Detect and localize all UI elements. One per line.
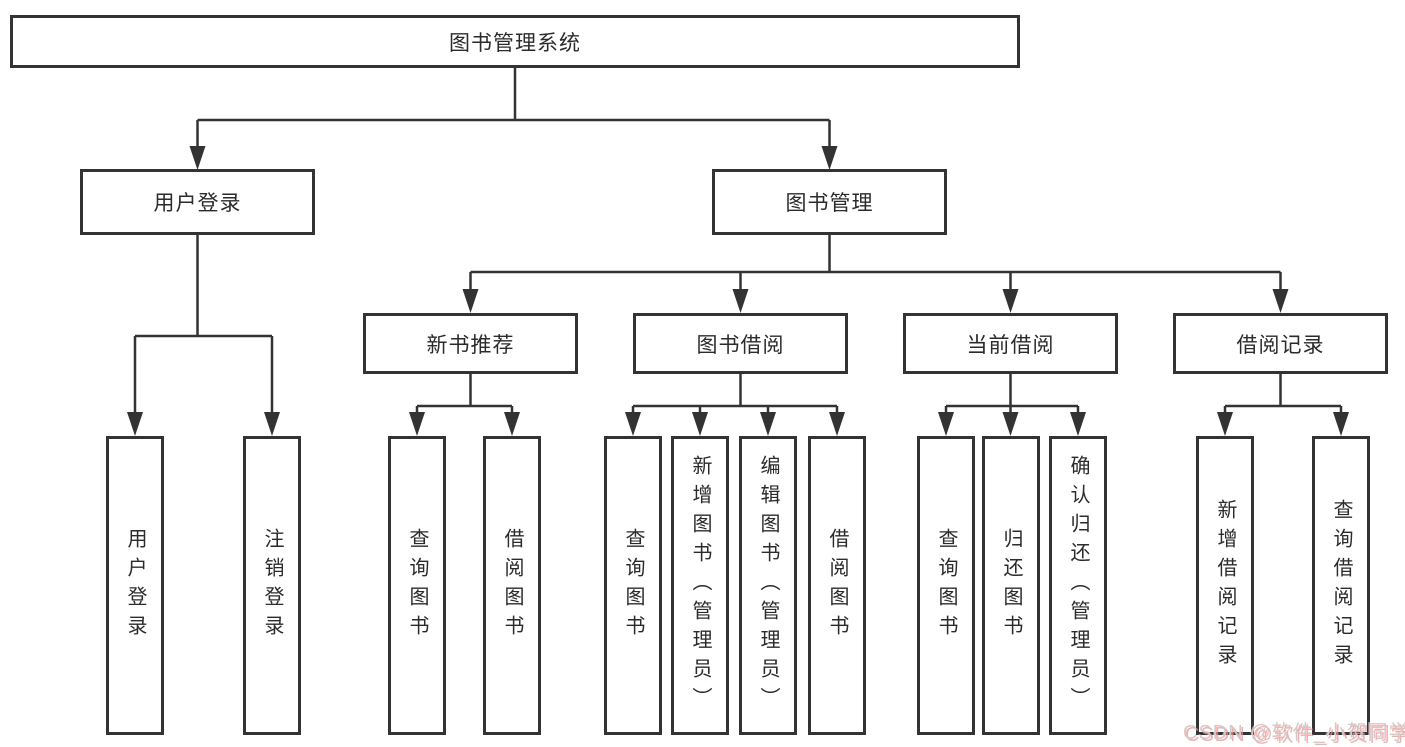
section-label: 新书推荐 [426, 333, 515, 357]
leaf-borrow-books-under-new-book-node: 借阅图书 [483, 436, 541, 735]
leaf-label: 编辑图书（管理员） [757, 455, 779, 716]
section-label: 图书借阅 [696, 333, 785, 357]
root-node-book-management-system: 图书管理系统 [10, 15, 1020, 68]
section-book-borrow-node: 图书借阅 [633, 313, 848, 374]
leaf-query-books-under-new-book-node: 查询图书 [388, 436, 446, 735]
section-new-book-recommendation-node: 新书推荐 [363, 313, 578, 374]
arrow-down-icon [760, 412, 776, 436]
branch-label: 用户登录 [153, 192, 242, 215]
branch-book-management-node: 图书管理 [712, 169, 947, 235]
leaf-label: 查询借阅记录 [1330, 498, 1352, 673]
section-label: 当前借阅 [966, 333, 1055, 357]
arrow-down-icon [938, 412, 954, 436]
arrow-down-icon [1002, 412, 1019, 436]
arrow-down-icon [821, 146, 838, 170]
leaf-label: 用户登录 [124, 527, 146, 644]
section-borrow-record-node: 借阅记录 [1173, 313, 1388, 374]
connector-current-borrow-to-leaves [938, 374, 1086, 436]
section-label: 借阅记录 [1236, 333, 1325, 357]
connector-book-borrow-to-leaves [625, 374, 845, 436]
arrow-down-icon [409, 412, 425, 436]
leaf-edit-books-admin-node: 编辑图书（管理员） [739, 436, 797, 735]
arrow-down-icon [462, 289, 479, 313]
arrow-down-icon [1272, 289, 1289, 313]
leaf-label: 借阅图书 [501, 527, 523, 644]
leaf-user-login-node: 用户登录 [106, 436, 164, 735]
arrow-down-icon [264, 412, 280, 436]
arrow-down-icon [1217, 412, 1233, 436]
leaf-query-borrow-record-node: 查询借阅记录 [1312, 436, 1370, 735]
leaf-confirm-return-admin-node: 确认归还（管理员） [1049, 436, 1107, 735]
leaf-add-books-admin-node: 新增图书（管理员） [671, 436, 729, 735]
leaf-label: 借阅图书 [826, 527, 848, 644]
branch-user-login-node: 用户登录 [80, 169, 315, 235]
leaf-query-books-under-book-borrow-node: 查询图书 [604, 436, 662, 735]
arrow-down-icon [625, 412, 641, 436]
arrow-down-icon [829, 412, 845, 436]
leaf-label: 查询图书 [622, 527, 644, 644]
arrow-down-icon [189, 146, 206, 170]
arrow-down-icon [127, 412, 143, 436]
section-current-borrow-node: 当前借阅 [903, 313, 1118, 374]
leaf-label: 查询图书 [406, 527, 428, 644]
leaf-label: 新增借阅记录 [1214, 498, 1236, 673]
arrow-down-icon [1070, 412, 1086, 436]
csdn-watermark: CSDN @软件_小贺同学 [1183, 722, 1405, 744]
branch-label: 图书管理 [785, 192, 874, 215]
leaf-label: 归还图书 [1000, 527, 1022, 644]
connector-root-to-branches [189, 68, 838, 170]
connector-user-login-to-leaves [127, 235, 280, 436]
arrow-down-icon [1333, 412, 1349, 436]
leaf-label: 确认归还（管理员） [1067, 455, 1089, 716]
leaf-label: 查询图书 [935, 527, 957, 644]
connector-book-management-to-sections [462, 235, 1289, 313]
arrow-down-icon [692, 412, 708, 436]
arrow-down-icon [732, 289, 749, 313]
leaf-query-books-under-current-borrow-node: 查询图书 [917, 436, 975, 735]
leaf-return-books-node: 归还图书 [982, 436, 1040, 735]
connector-new-book-to-leaves [409, 374, 520, 436]
arrow-down-icon [1002, 289, 1019, 313]
connector-borrow-record-to-leaves [1217, 374, 1349, 436]
root-node-label: 图书管理系统 [449, 31, 581, 55]
leaf-label: 新增图书（管理员） [689, 455, 711, 716]
leaf-logout-node: 注销登录 [243, 436, 301, 735]
leaf-add-borrow-record-node: 新增借阅记录 [1196, 436, 1254, 735]
arrow-down-icon [504, 412, 520, 436]
leaf-label: 注销登录 [261, 527, 283, 644]
leaf-borrow-books-under-book-borrow-node: 借阅图书 [808, 436, 866, 735]
